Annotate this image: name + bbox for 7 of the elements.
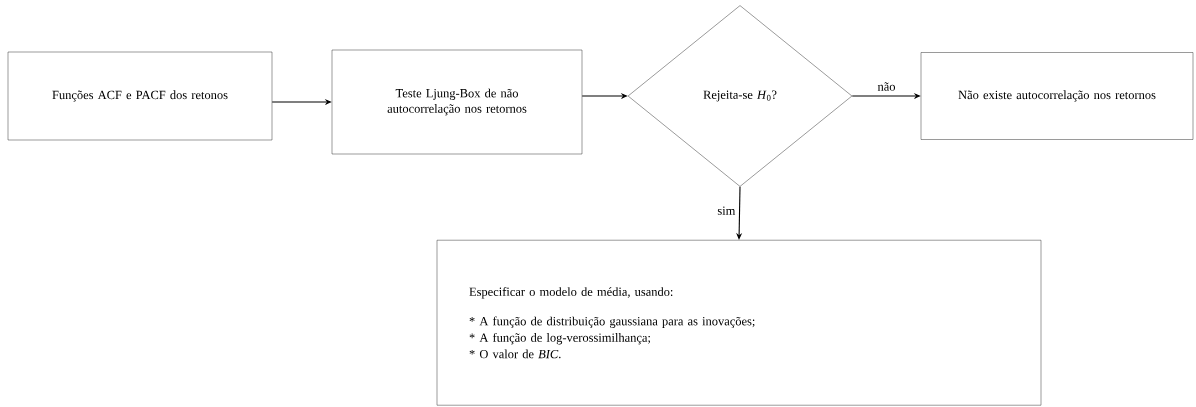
process-box: Teste Ljung-Box de não autocorrelação nos retornos	[331, 49, 583, 155]
process-box: Não existe autocorrelação nos retornos	[920, 52, 1194, 140]
process-box: Funções ACF e PACF dos retonos	[7, 51, 273, 141]
edge-label: não	[877, 82, 895, 91]
edge-label: sim	[717, 206, 736, 215]
process-box: Especificar o modelo de média, usando: * A função de distribuição gaussiana para as inovações; * A função de log-verossimilhança; * O valor de BIC.	[436, 240, 1042, 406]
arrow	[736, 186, 743, 240]
